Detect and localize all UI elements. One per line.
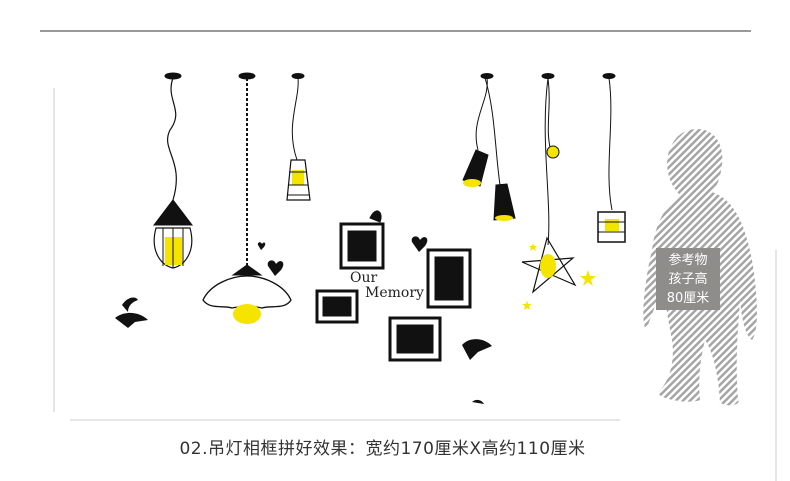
star-bulb-lamp xyxy=(521,73,577,294)
flower-lamp xyxy=(202,72,292,324)
photo-frames xyxy=(315,210,472,362)
spot-lamps xyxy=(462,73,516,221)
reference-line1: 参考物 xyxy=(668,253,708,268)
cone-lamp xyxy=(286,73,311,201)
cage-lamp xyxy=(152,72,194,269)
birds xyxy=(115,297,492,404)
our-memory-text-line2: Memory xyxy=(365,285,424,301)
reference-line2: 孩子高 xyxy=(668,272,708,287)
stars xyxy=(522,243,596,310)
our-memory-text-line1: Our xyxy=(350,270,378,286)
reference-label: 参考物 孩子高 80厘米 xyxy=(656,248,720,310)
hearts xyxy=(257,236,428,276)
reference-line3: 80厘米 xyxy=(666,291,710,306)
size-caption: 02.吊灯相框拼好效果：宽约170厘米X高约110厘米 xyxy=(179,439,586,459)
box-lamp xyxy=(597,73,626,243)
